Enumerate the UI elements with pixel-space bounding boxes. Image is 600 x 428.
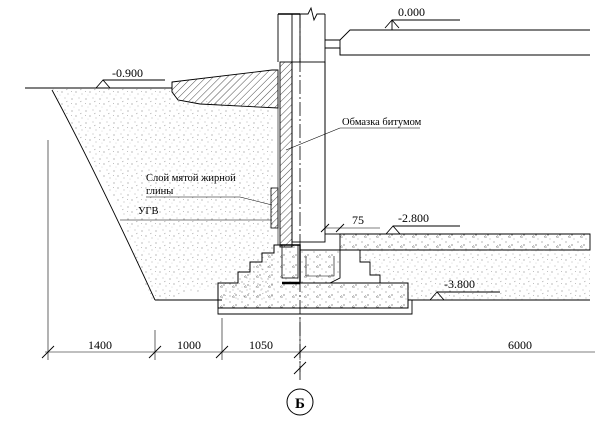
- floor-base-steps: [340, 250, 590, 300]
- clay-layer: [270, 187, 279, 229]
- dim-1400: 1400: [88, 338, 112, 352]
- svg-text:-0.900: -0.900: [112, 66, 143, 80]
- level-mark-ground: -0.900: [95, 66, 165, 89]
- dim-6000: 6000: [508, 338, 532, 352]
- svg-text:глины: глины: [146, 186, 173, 197]
- svg-text:0.000: 0.000: [398, 5, 425, 19]
- grid-axis-label: Б: [295, 396, 305, 412]
- dim-1050: 1050: [249, 338, 273, 352]
- basement-wall-masonry: [279, 61, 293, 248]
- basement-wall-inner: [291, 61, 326, 243]
- dim-small: 75: [320, 213, 380, 233]
- drainage-trough: [299, 249, 341, 284]
- svg-text:Обмазка битумом: Обмазка битумом: [342, 117, 422, 128]
- footing-sub-base: [217, 300, 413, 315]
- svg-text:-3.800: -3.800: [444, 277, 475, 291]
- svg-text:-2.800: -2.800: [398, 211, 429, 225]
- excavation-slope-line: [51, 89, 156, 301]
- soil-backfill: [52, 88, 275, 300]
- level-mark-zero: 0.000: [384, 5, 460, 30]
- dimension-chain: 1400 1000 1050 6000: [41, 140, 595, 375]
- wall-break-mark: [300, 6, 325, 22]
- groundwater-mark: УГВ: [120, 206, 272, 221]
- level-mark-floor: -2.800: [385, 211, 460, 235]
- clay-callout: Слой мятой жирной глины: [146, 173, 273, 206]
- level-mark-footing-bottom: -3.800: [429, 277, 500, 301]
- svg-text:УГВ: УГВ: [138, 206, 159, 217]
- svg-text:75: 75: [352, 213, 364, 227]
- svg-text:Слой мятой жирной: Слой мятой жирной: [146, 173, 236, 184]
- bitumen-callout: Обмазка битумом: [285, 117, 422, 151]
- grid-axis-bubble: [286, 388, 314, 416]
- basement-floor-slab: [339, 233, 591, 251]
- dim-1000: 1000: [177, 338, 201, 352]
- floor-slab-upper: [325, 29, 590, 41]
- floor-slab-top: [325, 47, 590, 56]
